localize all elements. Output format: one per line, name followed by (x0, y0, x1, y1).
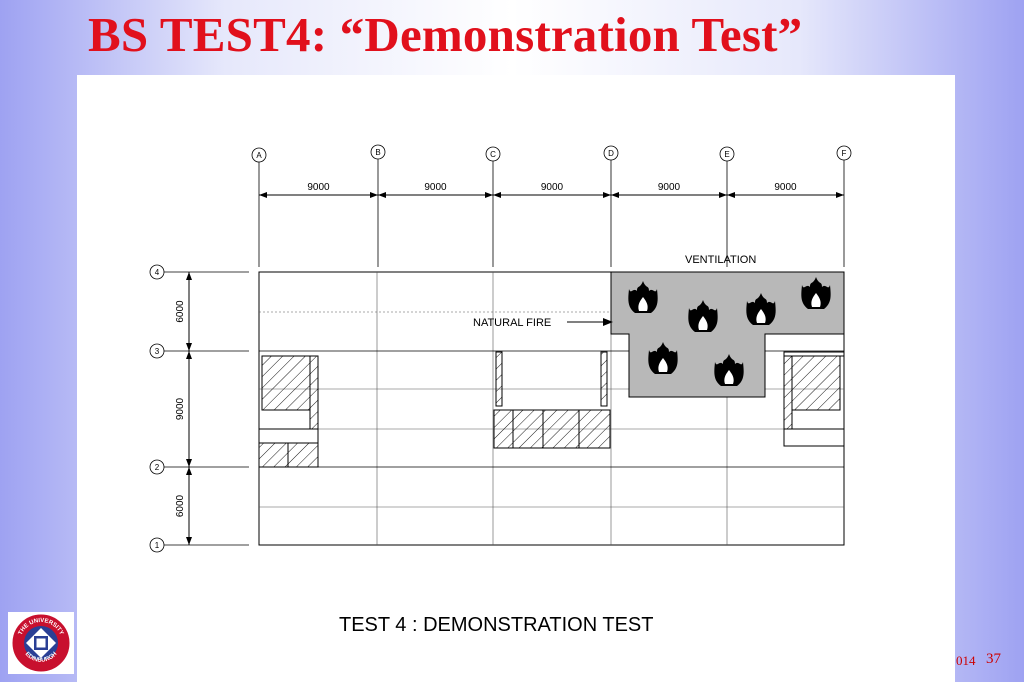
column-dimension-label: 9000 (307, 182, 330, 193)
column-gridline-e: E (719, 146, 735, 267)
dimension-arrowhead (611, 192, 619, 198)
column-gridline-label: B (375, 148, 380, 157)
flame-icon (628, 281, 658, 313)
column-dimension-label: 9000 (774, 182, 797, 193)
column-gridline-a: A (251, 147, 267, 267)
column-gridline-d: D (603, 145, 619, 267)
interior-grid (259, 272, 844, 545)
column-gridline-label: D (608, 149, 614, 158)
column-dimension-label: 9000 (541, 182, 564, 193)
column-gridline-b: B (370, 144, 386, 267)
natural-fire-label: NATURAL FIRE (473, 317, 551, 329)
column-dimension-label: 9000 (424, 182, 447, 193)
dimension-arrowhead (186, 467, 192, 475)
row-gridline-2: 2 (149, 459, 249, 475)
row-gridline-label: 4 (155, 268, 160, 277)
fire-flames (628, 277, 831, 386)
natural-fire-arrowhead (603, 318, 613, 326)
dimension-arrowhead (370, 192, 378, 198)
building-outline (258, 271, 845, 546)
left-core (258, 355, 319, 468)
page-number: 37 (986, 651, 1001, 667)
flame-icon (648, 342, 678, 374)
row-dimension-label: 6000 (175, 300, 186, 323)
column-gridline-f: F (836, 145, 852, 267)
floor-plan-svg: A B C D E F 4 3 2 1 9000 9000 9000 9000 9000 6000 900… (149, 144, 852, 636)
dimension-arrowhead (378, 192, 386, 198)
row-gridline-1: 1 (149, 537, 249, 553)
row-gridline-label: 3 (155, 347, 160, 356)
dimension-arrowhead (186, 459, 192, 467)
dimension-arrowhead (259, 192, 267, 198)
right-core (783, 351, 845, 447)
flame-icon (688, 300, 718, 332)
row-gridline-label: 2 (155, 463, 160, 472)
dimension-arrowhead (836, 192, 844, 198)
column-gridline-label: E (724, 150, 729, 159)
footer-code: 014 (956, 653, 976, 668)
university-logo: THE UNIVERSITY EDINBURGH (8, 612, 74, 674)
dimension-arrowhead (186, 351, 192, 359)
flame-icon (801, 277, 831, 309)
dimension-arrowhead (727, 192, 735, 198)
column-dimensions: 9000 9000 9000 9000 9000 (259, 182, 844, 198)
flame-icon (746, 293, 776, 325)
column-gridline-c: C (485, 146, 501, 267)
column-gridline-label: A (256, 151, 262, 160)
row-gridline-4: 4 (149, 264, 249, 280)
dimension-arrowhead (719, 192, 727, 198)
dimension-arrowhead (493, 192, 501, 198)
row-dimension-label: 9000 (175, 397, 186, 420)
row-dimension-label: 6000 (175, 494, 186, 517)
dimension-arrowhead (186, 537, 192, 545)
column-gridlines: A B C D E F (251, 144, 852, 267)
structural-drawing: A B C D E F 4 3 2 1 9000 9000 9000 9000 9000 6000 900… (77, 75, 955, 682)
column-gridline-label: F (842, 149, 847, 158)
drawing-caption: TEST 4 : DEMONSTRATION TEST (339, 614, 653, 636)
row-gridlines: 4 3 2 1 (149, 264, 249, 553)
flame-icon (714, 354, 744, 386)
slide-title: BS TEST4: “Demonstration Test” (88, 7, 803, 62)
row-gridline-label: 1 (155, 541, 160, 550)
dimension-arrowhead (186, 343, 192, 351)
row-dimensions: 6000 9000 6000 (175, 272, 192, 545)
dimension-arrowhead (186, 272, 192, 280)
column-gridline-label: C (490, 150, 496, 159)
dimension-arrowhead (485, 192, 493, 198)
dimension-arrowhead (603, 192, 611, 198)
centre-core (493, 351, 611, 449)
column-dimension-label: 9000 (658, 182, 681, 193)
row-gridline-3: 3 (149, 343, 249, 359)
ventilation-label: VENTILATION (685, 254, 756, 266)
